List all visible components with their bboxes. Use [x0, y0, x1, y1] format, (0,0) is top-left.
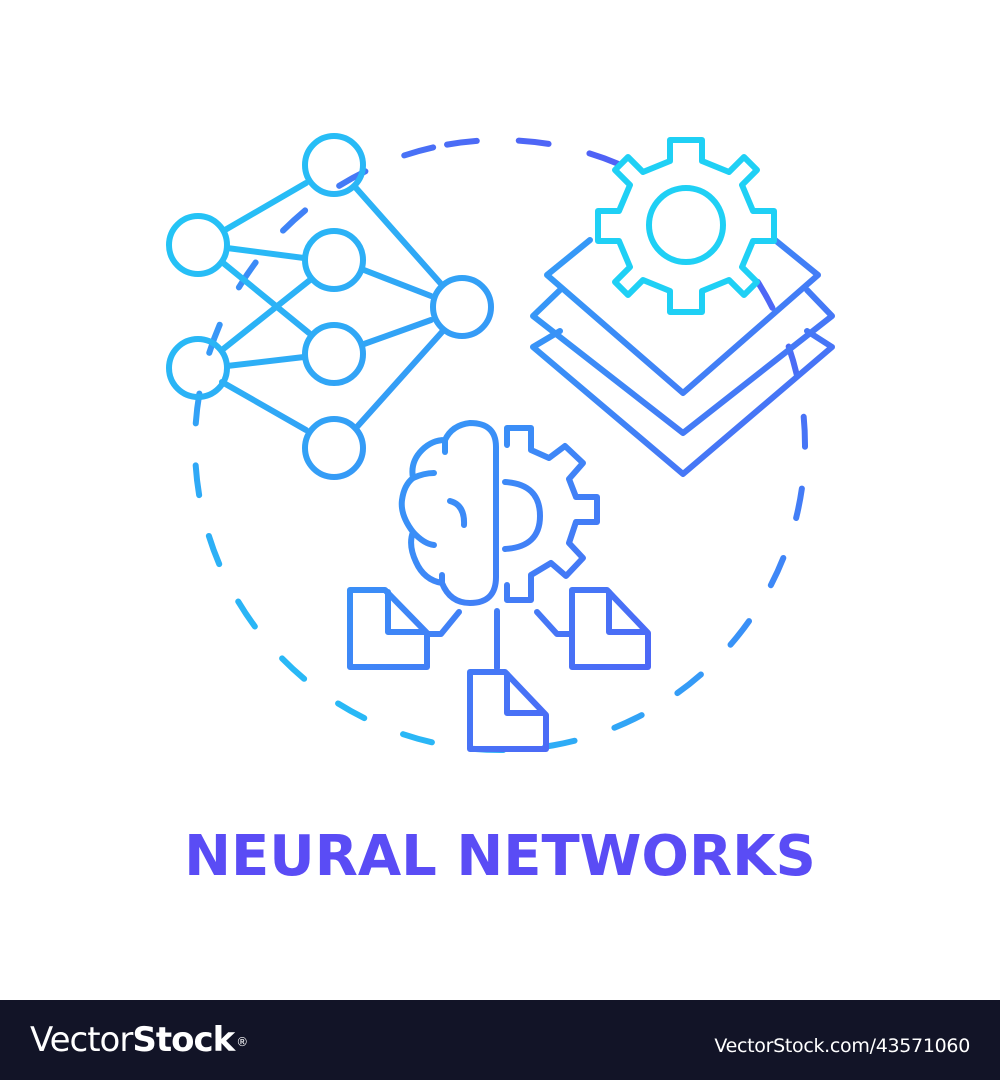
brain-icon — [398, 420, 499, 606]
image-reference-link[interactable]: VectorStock.com/43571060 — [714, 1035, 970, 1057]
watermark-footer: VectorStock® VectorStock.com/43571060 — [0, 1000, 1000, 1080]
registered-mark: ® — [236, 1035, 248, 1049]
stacked-layers-icon — [530, 237, 835, 477]
illustration-title: NEURAL NETWORKS — [184, 824, 816, 889]
brand-logo-light: Vector — [30, 1020, 133, 1060]
half-gear-icon — [502, 425, 600, 603]
gear-icon — [595, 137, 777, 315]
dashed-circle-outline — [192, 137, 808, 753]
brand-logo-bold: Stock — [132, 1020, 235, 1060]
document-icon-center — [467, 669, 549, 752]
connector-lines — [426, 608, 574, 671]
brand-logo[interactable]: VectorStock® — [30, 1020, 248, 1060]
illustration-canvas: NEURAL NETWORKS — [166, 133, 835, 889]
neural-networks-icon — [166, 133, 835, 753]
neural-network-icon — [166, 133, 494, 480]
document-icon-right — [569, 587, 651, 670]
document-icon-left — [347, 587, 430, 670]
